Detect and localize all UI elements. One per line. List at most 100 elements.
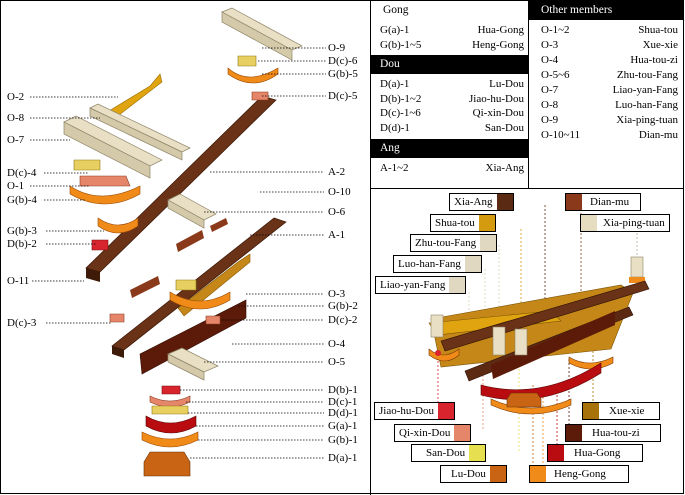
- callout-o5: O-5: [328, 356, 346, 368]
- row-code: O-4: [541, 54, 559, 66]
- row-name: Lu-Dou: [489, 78, 524, 91]
- row-code: O-10~11: [541, 129, 581, 141]
- heng-gong-arm-right: [568, 356, 614, 370]
- table-row: O-9 Xia-ping-tuan: [529, 113, 684, 128]
- leader-lines: [30, 47, 326, 459]
- row-code: D(d)-1: [380, 121, 410, 134]
- xia-ang-a2-side: [86, 268, 100, 282]
- other-header: Other members: [529, 1, 684, 20]
- callout-o6: O-6: [328, 206, 346, 218]
- heng-gong-g4: [69, 185, 141, 205]
- legend-swatch: [583, 403, 599, 419]
- callout-o10: O-10: [328, 186, 351, 198]
- callout-db2: D(b)-2: [7, 238, 37, 250]
- row-code: O-3: [541, 39, 559, 51]
- lu-dou-d1: [143, 451, 191, 477]
- qi-xin-dou-d3: [109, 313, 125, 323]
- callout-dc4: D(c)-4: [7, 167, 37, 179]
- table-row: D(b)-1~2 Jiao-hu-Dou: [371, 92, 528, 107]
- legend-dian-mu: Dian-mu: [565, 193, 641, 211]
- callout-gb3: G(b)-3: [7, 225, 37, 237]
- legend-xia-ping-tuan: Xia-ping-tuan: [580, 214, 670, 232]
- legend-label: San-Dou: [426, 447, 466, 459]
- legend-swatch: [581, 215, 597, 231]
- san-dou-d1: [151, 405, 189, 415]
- gong-rows: G(a)-1 Hua-Gong G(b)-1~5 Heng-Gong: [371, 23, 528, 52]
- post-mid-a: [492, 326, 506, 356]
- row-name: Xue-xie: [642, 39, 678, 51]
- legend-qi-xin-dou: Qi-xin-Dou: [394, 424, 472, 442]
- callout-gb1: G(b)-1: [328, 434, 358, 446]
- row-code: G(b)-1~5: [380, 38, 422, 51]
- row-code: O-8: [541, 99, 559, 111]
- legend-label: Qi-xin-Dou: [399, 427, 451, 439]
- callout-o11: O-11: [7, 275, 30, 287]
- row-code: D(b)-1~2: [380, 92, 422, 105]
- row-code: O-9: [541, 114, 559, 126]
- qi-xin-dou-d2: [205, 315, 221, 325]
- callout-db1: D(b)-1: [328, 384, 358, 396]
- row-name: Shua-tou: [638, 24, 678, 36]
- legend-label: Heng-Gong: [554, 468, 606, 480]
- panel-divider: [370, 0, 371, 495]
- legend-lu-dou: Lu-Dou: [440, 465, 507, 483]
- callout-o4: O-4: [328, 338, 346, 350]
- zhu-tou-fang-o5-side: [167, 353, 205, 381]
- callout-da1: D(a)-1: [328, 452, 358, 464]
- legend-shua-tou: Shua-tou: [430, 214, 496, 232]
- legend-swatch: [469, 445, 486, 461]
- ang-header: Ang: [371, 138, 528, 158]
- row-name: Xia-ping-tuan: [616, 114, 678, 126]
- legend-swatch: [566, 194, 582, 210]
- shua-tou-o1: [79, 175, 131, 187]
- legend-hua-gong: Hua-Gong: [547, 444, 643, 462]
- legend-zhu-tou-fang: Zhu-tou-Fang: [410, 234, 498, 252]
- legend-label: Xue-xie: [609, 405, 645, 417]
- zhu-tou-fang-o6-side: [167, 199, 205, 229]
- row-code: O-7: [541, 84, 559, 96]
- qi-xin-dou-d1: [149, 395, 191, 408]
- row-code: D(c)-1~6: [380, 107, 421, 120]
- table-bottom-rule: [371, 188, 684, 189]
- qi-xin-dou-center: [175, 279, 197, 291]
- heng-gong-g1: [141, 431, 199, 448]
- lu-dou-base: [506, 392, 542, 408]
- row-name: Hua-tou-zi: [630, 54, 678, 66]
- liao-yan-fang-o7-side: [63, 121, 151, 179]
- row-name: Hua-Gong: [477, 24, 524, 36]
- xue-xie-o3: [177, 253, 251, 317]
- legend-jiao-hu-dou: Jiao-hu-Dou: [374, 402, 455, 420]
- legend-label: Jiao-hu-Dou: [379, 405, 434, 417]
- callout-dc1: D(c)-1: [328, 396, 358, 408]
- callout-dd1: D(d)-1: [328, 407, 358, 419]
- table-row: G(b)-1~5 Heng-Gong: [371, 38, 528, 53]
- legend-hua-tou-zi: Hua-tou-zi: [565, 424, 661, 442]
- table-row: O-10~11 Dian-mu: [529, 128, 684, 143]
- row-name: Dian-mu: [638, 129, 678, 141]
- heng-gong-g5: [227, 67, 279, 84]
- dian-mu-o11-a: [176, 230, 204, 252]
- callout-o3: O-3: [328, 288, 346, 300]
- legend-liao-yan-fang: Liao-yan-Fang: [375, 276, 467, 294]
- legend-luo-han-fang: Luo-han-Fang: [393, 255, 482, 273]
- table-row: G(a)-1 Hua-Gong: [371, 23, 528, 38]
- heng-gong-g2: [169, 291, 231, 310]
- qi-xin-dou-d6: [237, 55, 257, 67]
- legend-swatch: [449, 277, 466, 293]
- post-left: [430, 314, 444, 338]
- callout-dc5: D(c)-5: [328, 90, 358, 102]
- row-code: G(a)-1: [380, 24, 410, 36]
- callout-o9: O-9: [328, 42, 346, 54]
- row-name: Jiao-hu-Dou: [469, 92, 524, 105]
- callout-dc6: D(c)-6: [328, 55, 358, 67]
- callout-a2: A-2: [328, 166, 346, 178]
- row-name: Heng-Gong: [472, 38, 524, 51]
